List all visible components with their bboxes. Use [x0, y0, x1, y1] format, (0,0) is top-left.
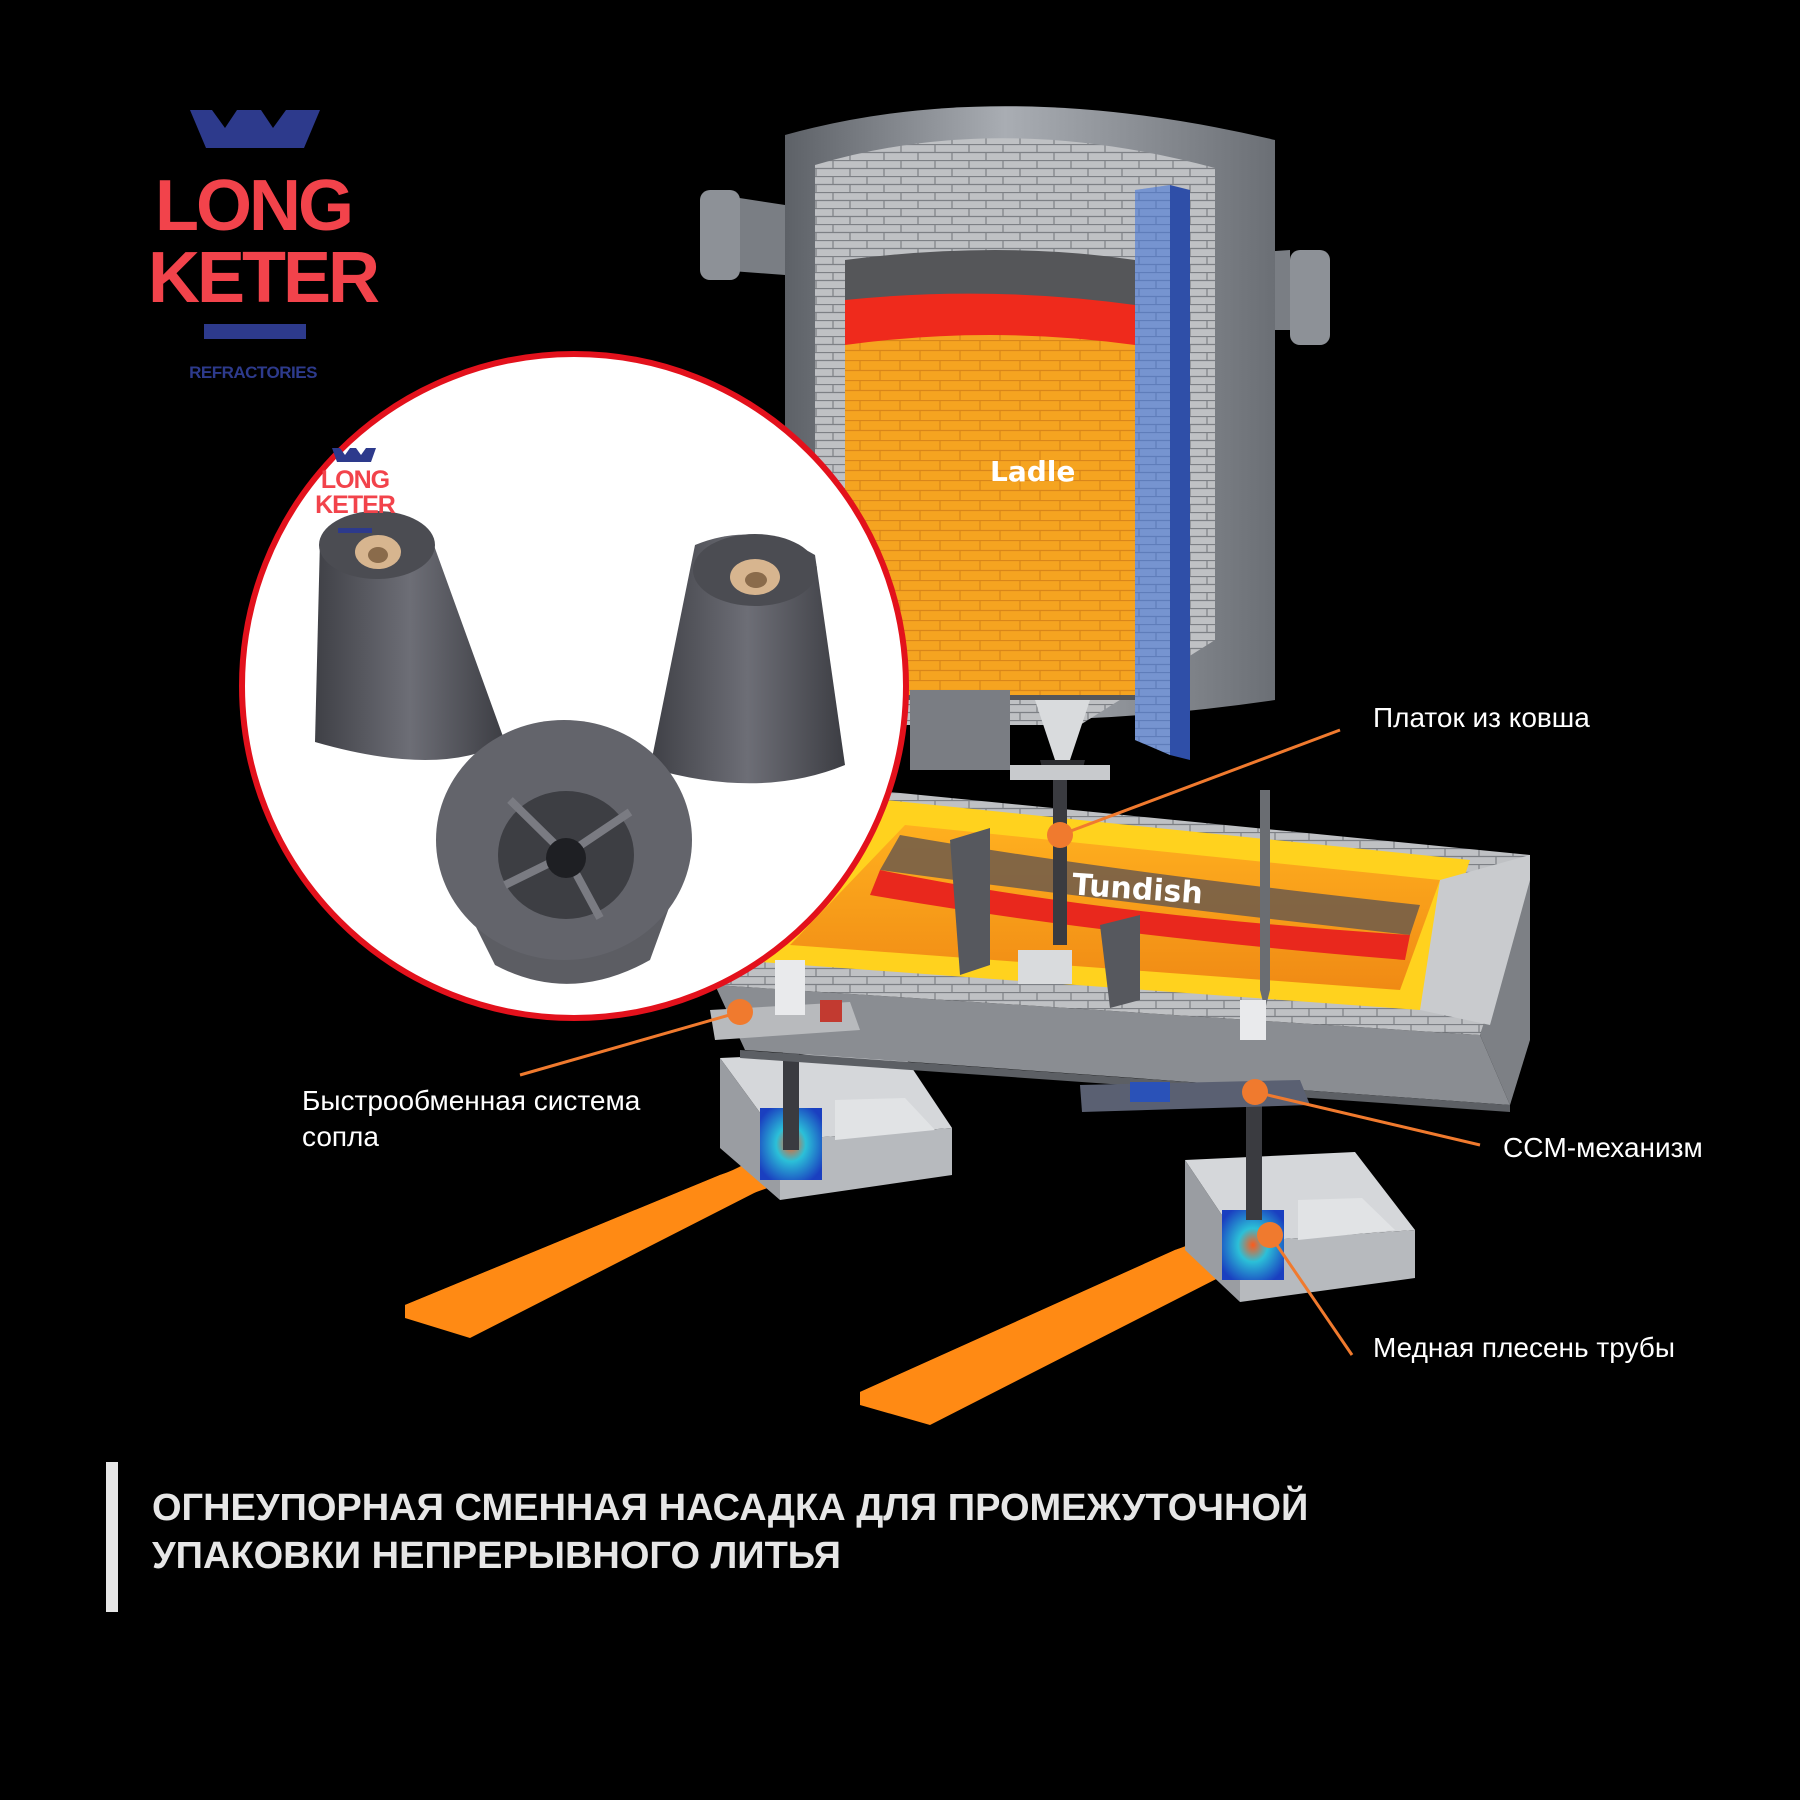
callout-dots — [727, 822, 1283, 1248]
dot-ladle-outlet — [1047, 822, 1073, 848]
cast-slab-left — [405, 1120, 822, 1338]
callout-quick-change-line-2: сопла — [302, 1121, 379, 1152]
logo-line-2: KETER — [148, 238, 380, 318]
logo-line-1: LONG — [155, 166, 354, 246]
ladle-shroud — [1053, 770, 1067, 945]
dot-copper-mold — [1257, 1222, 1283, 1248]
product-inset — [239, 351, 909, 1021]
inset-logo-line-2: KETER — [315, 491, 396, 519]
dot-quick-change — [727, 999, 753, 1025]
mini-logo-crown-icon — [332, 448, 376, 533]
inset-logo: LONG KETER — [315, 440, 396, 530]
nozzle-product-right — [650, 534, 845, 784]
callout-copper-mold: Медная плесень трубы — [1373, 1332, 1675, 1363]
callout-ccm-mechanism: CCM-механизм — [1503, 1132, 1703, 1163]
ladle-label: Ladle — [990, 455, 1076, 488]
callout-quick-change-line-1: Быстрообменная система — [302, 1085, 641, 1116]
page-title-line-1: ОГНЕУПОРНАЯ СМЕННАЯ НАСАДКА ДЛЯ ПРОМЕЖУТ… — [152, 1487, 1309, 1529]
dot-ccm — [1242, 1079, 1268, 1105]
stopper-rod — [1260, 790, 1270, 1010]
callout-ladle-outlet: Платок из ковша — [1373, 702, 1590, 733]
leader-ccm — [1254, 1090, 1481, 1147]
page-title: ОГНЕУПОРНАЯ СМЕННАЯ НАСАДКА ДЛЯ ПРОМЕЖУТ… — [152, 1484, 1652, 1580]
inset-logo-line-1: LONG — [320, 466, 390, 494]
leader-copper-mold — [1268, 1234, 1354, 1356]
mold-right — [1185, 1152, 1415, 1302]
nozzle-product-front — [436, 720, 692, 984]
tundish-dams — [950, 828, 1140, 1008]
callout-lines — [519, 728, 1481, 1356]
brand-logo: LONG KETER REFRACTORIES — [148, 108, 380, 388]
cast-slab-right — [860, 1200, 1282, 1425]
mold-left — [720, 1050, 952, 1200]
title-accent-bar — [106, 1462, 118, 1612]
page-title-line-2: УПАКОВКИ НЕПРЕРЫВНОГО ЛИТЬЯ — [152, 1535, 841, 1577]
ladle — [700, 106, 1330, 780]
logo-crown-icon — [190, 110, 320, 339]
tundish — [715, 790, 1530, 1112]
logo-tagline: REFRACTORIES — [189, 363, 317, 382]
leader-quick-change — [519, 1010, 741, 1077]
leader-ladle-outlet — [1059, 728, 1341, 837]
